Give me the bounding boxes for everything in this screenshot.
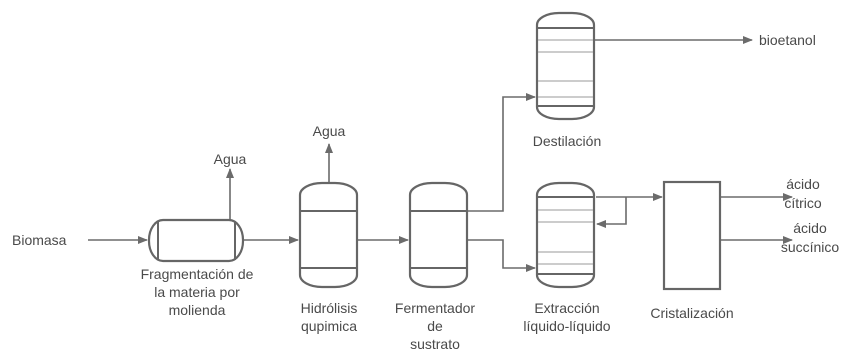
fragmentacion-label-line2: la materia por bbox=[154, 284, 240, 300]
acido-citrico-label-line1: ácido bbox=[786, 176, 820, 192]
extraccion-label-line1: Extracción bbox=[534, 300, 599, 316]
acido-succinico-label-line2: succínico bbox=[781, 239, 840, 255]
fermentador-to-extraccion-arrow bbox=[466, 239, 536, 272]
agua-1-label: Agua bbox=[214, 151, 247, 167]
fragmentacion-label-line3: molienda bbox=[169, 302, 226, 318]
destilacion-label: Destilación bbox=[533, 133, 601, 149]
extraccion-label-line2: líquido-líquido bbox=[523, 318, 610, 334]
cristalizacion-label: Cristalización bbox=[650, 305, 733, 321]
fermentador-vessel bbox=[408, 181, 469, 289]
biomasa-label: Biomasa bbox=[12, 232, 67, 248]
fragmentacion-label-line1: Fragmentación de bbox=[141, 266, 254, 282]
recycle-to-extraccion-arrow bbox=[596, 197, 627, 228]
fermentador-label-line1: Fermentador bbox=[395, 300, 475, 316]
cristalizacion-box bbox=[662, 180, 722, 291]
hidrolisis-vessel bbox=[298, 181, 359, 289]
agua-2-label: Agua bbox=[313, 123, 346, 139]
acido-succinico-label-line1: ácido bbox=[793, 220, 827, 236]
acido-citrico-label-line2: cítrico bbox=[784, 195, 822, 211]
hidrolisis-label-line1: Hidrólisis bbox=[301, 300, 358, 316]
fermentador-label-line3: sustrato bbox=[410, 336, 460, 352]
fermentador-label-line2: de bbox=[427, 318, 443, 334]
fermentador-to-destilacion-arrow bbox=[466, 93, 536, 212]
hidrolisis-label-line2: qupimica bbox=[301, 318, 357, 334]
fragmentacion-drum bbox=[147, 218, 245, 263]
bioetanol-label: bioetanol bbox=[759, 32, 816, 48]
extraccion-column bbox=[535, 181, 596, 289]
flow-arrows bbox=[88, 36, 793, 272]
destilacion-column bbox=[535, 11, 596, 121]
